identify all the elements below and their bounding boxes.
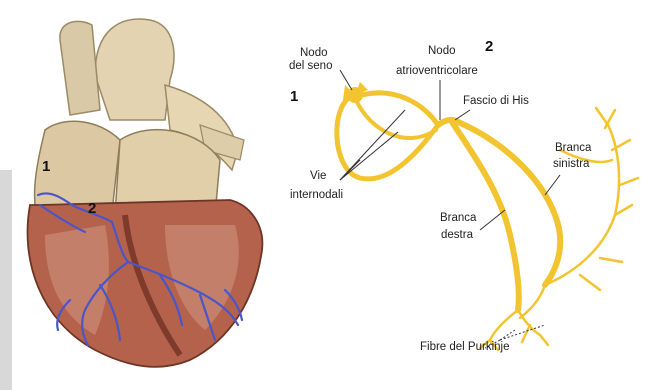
label-branca-destra-2: destra [441,229,473,242]
label-nodo-seno-2: del seno [289,60,332,73]
leader-branca-sinistra [545,175,560,195]
label-vie-internodali-1: Vie [310,170,326,183]
label-vie-internodali-2: internodali [290,189,343,202]
leader-fascio-his [455,110,470,120]
schematic-number-1: 1 [290,88,298,105]
label-branca-destra-1: Branca [440,212,476,225]
label-nodo-seno-1: Nodo [300,47,328,60]
label-nodo-av-1: Nodo [428,45,456,58]
leader-branca-destra [480,210,505,230]
label-fibre-purkinje: Fibre del Purkinje [420,341,509,354]
left-bundle-branch [458,122,560,285]
schematic-number-2: 2 [485,38,493,55]
label-fascio-his: Fascio di His [463,95,529,108]
label-branca-sinistra-1: Branca [555,142,591,155]
label-nodo-av-2: atrioventricolare [396,65,478,78]
leader-purkinje-2 [500,330,515,340]
label-branca-sinistra-2: sinistra [553,158,589,171]
